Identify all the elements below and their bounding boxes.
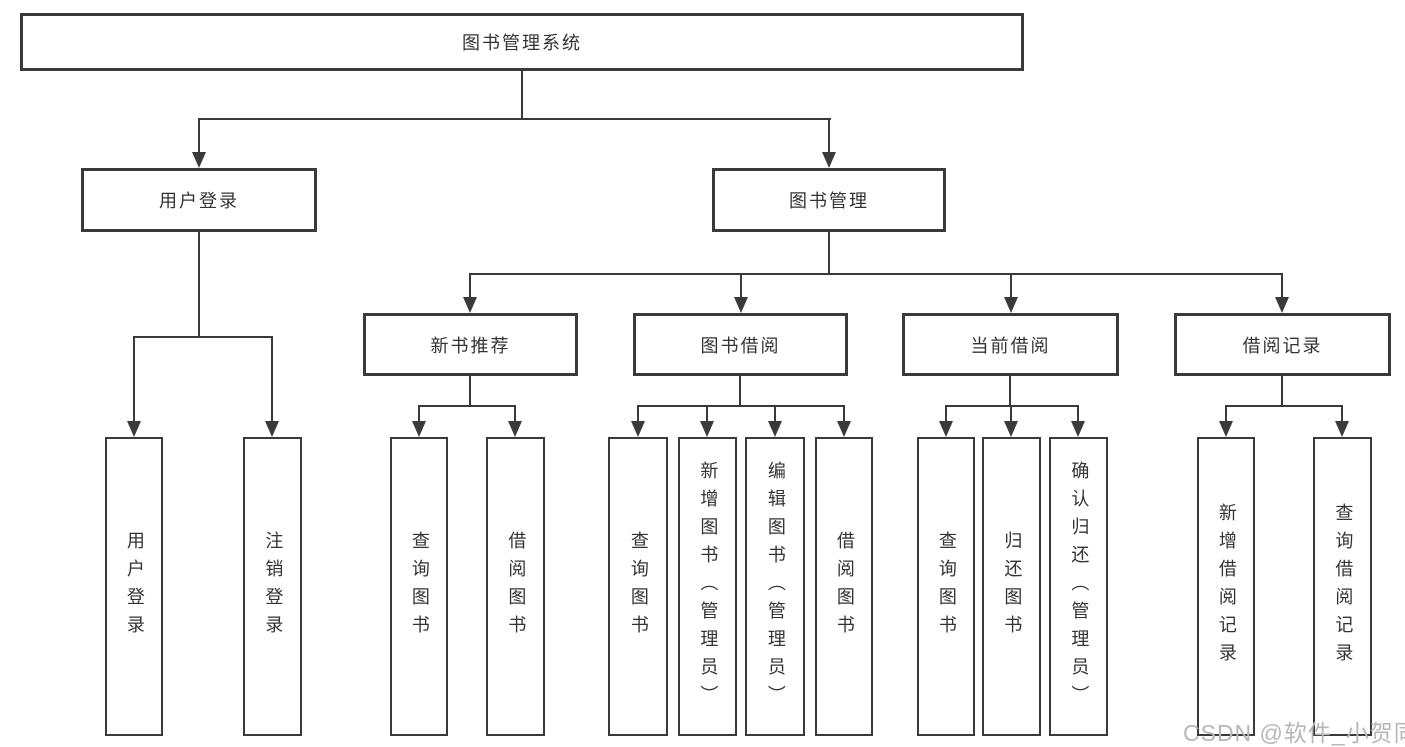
leaf-add-borrow-record: 新增借阅记录 xyxy=(1197,437,1255,736)
leaf-user-login-label: 用户登录 xyxy=(124,530,145,643)
connector-recommend-hbar xyxy=(418,405,516,407)
connector-book-management-stub xyxy=(828,232,830,273)
arrowhead-recommend-borrow-icon xyxy=(508,421,522,437)
arrowhead-leaf-logout-icon xyxy=(265,421,279,437)
leaf-add-borrow-record-label: 新增借阅记录 xyxy=(1216,502,1237,671)
csdn-watermark: CSDN @软件_小贺同学 xyxy=(1183,720,1405,746)
connector-drop-leaf-logout xyxy=(271,336,273,423)
connector-drop-borrow-borrow xyxy=(843,405,845,423)
connector-drop-leaf-user-login xyxy=(133,336,135,423)
node-user-login-label: 用户登录 xyxy=(159,191,239,211)
connector-drop-borrow-query xyxy=(637,405,639,423)
arrowhead-records-query-icon xyxy=(1335,421,1349,437)
node-book-borrow: 图书借阅 xyxy=(633,313,848,376)
node-new-book-recommend-label: 新书推荐 xyxy=(430,335,511,356)
connector-drop-current-borrow xyxy=(1010,273,1012,299)
connector-drop-records-query xyxy=(1341,405,1343,423)
leaf-recommend-borrow-books-label: 借阅图书 xyxy=(506,530,527,643)
leaf-borrow-query-books: 查询图书 xyxy=(608,437,668,736)
connector-drop-borrow-edit xyxy=(774,405,776,423)
connector-drop-borrow-add xyxy=(706,405,708,423)
arrowhead-book-borrow-icon xyxy=(734,297,748,313)
connector-drop-recommend-query xyxy=(418,405,420,423)
arrowhead-current-return-icon xyxy=(1004,421,1018,437)
connector-current-hbar xyxy=(945,405,1079,407)
arrowhead-current-confirm-icon xyxy=(1071,421,1085,437)
arrowhead-leaf-user-login-icon xyxy=(127,421,141,437)
arrowhead-borrow-records-icon xyxy=(1275,297,1289,313)
leaf-return-books: 归还图书 xyxy=(982,437,1041,736)
node-root-library-system: 图书管理系统 xyxy=(20,13,1024,71)
leaf-query-borrow-record-label: 查询借阅记录 xyxy=(1333,502,1354,671)
node-book-borrow-label: 图书借阅 xyxy=(700,335,781,356)
arrowhead-new-book-recommend-icon xyxy=(463,297,477,313)
connector-borrow-stub xyxy=(739,376,741,405)
arrowhead-current-borrow-icon xyxy=(1004,297,1018,313)
arrowhead-borrow-add-icon xyxy=(700,421,714,437)
connector-drop-user-login xyxy=(198,118,200,154)
leaf-query-borrow-record: 查询借阅记录 xyxy=(1313,437,1372,736)
arrowhead-current-query-icon xyxy=(939,421,953,437)
leaf-add-books-admin: 新增图书（管理员） xyxy=(678,437,737,736)
arrowhead-recommend-query-icon xyxy=(412,421,426,437)
arrowhead-borrow-borrow-icon xyxy=(837,421,851,437)
connector-root-stub xyxy=(521,71,523,118)
connector-drop-records-add xyxy=(1225,405,1227,423)
leaf-edit-books-admin: 编辑图书（管理员） xyxy=(745,437,805,736)
arrowhead-borrow-query-icon xyxy=(631,421,645,437)
leaf-logout-label: 注销登录 xyxy=(263,530,284,643)
arrowhead-borrow-edit-icon xyxy=(768,421,782,437)
node-borrow-records: 借阅记录 xyxy=(1174,313,1391,376)
node-borrow-records-label: 借阅记录 xyxy=(1242,335,1323,356)
node-new-book-recommend: 新书推荐 xyxy=(363,313,578,376)
connector-book-management-hbar xyxy=(469,273,1283,275)
leaf-user-login: 用户登录 xyxy=(105,437,163,736)
connector-records-hbar xyxy=(1225,405,1343,407)
leaf-borrow-borrow-books-label: 借阅图书 xyxy=(834,530,855,643)
connector-drop-borrow-records xyxy=(1281,273,1283,299)
leaf-confirm-return-admin: 确认归还（管理员） xyxy=(1049,437,1108,736)
leaf-edit-books-admin-label: 编辑图书（管理员） xyxy=(765,460,786,713)
connector-drop-current-query xyxy=(945,405,947,423)
leaf-logout: 注销登录 xyxy=(243,437,302,736)
leaf-recommend-borrow-books: 借阅图书 xyxy=(486,437,545,736)
leaf-borrow-query-books-label: 查询图书 xyxy=(628,530,649,643)
connector-drop-book-borrow xyxy=(740,273,742,299)
arrowhead-user-login-icon xyxy=(192,152,206,168)
leaf-add-books-admin-label: 新增图书（管理员） xyxy=(698,460,719,713)
connector-drop-current-confirm xyxy=(1077,405,1079,423)
node-book-management: 图书管理 xyxy=(712,168,946,232)
connector-borrow-hbar xyxy=(637,405,845,407)
arrowhead-records-add-icon xyxy=(1219,421,1233,437)
connector-current-stub xyxy=(1009,376,1011,405)
node-user-login: 用户登录 xyxy=(81,168,317,232)
node-current-borrow: 当前借阅 xyxy=(902,313,1119,376)
arrowhead-book-management-icon xyxy=(822,152,836,168)
leaf-confirm-return-admin-label: 确认归还（管理员） xyxy=(1069,460,1090,713)
node-book-management-label: 图书管理 xyxy=(789,191,869,211)
connector-drop-book-management xyxy=(828,118,830,154)
leaf-current-query-books: 查询图书 xyxy=(917,437,975,736)
connector-root-hbar xyxy=(198,118,831,120)
node-current-borrow-label: 当前借阅 xyxy=(970,335,1051,356)
connector-recommend-stub xyxy=(469,376,471,405)
node-root-label: 图书管理系统 xyxy=(462,33,582,53)
leaf-recommend-query-books: 查询图书 xyxy=(390,437,448,736)
connector-user-login-hbar xyxy=(133,336,273,338)
leaf-recommend-query-books-label: 查询图书 xyxy=(409,530,430,643)
connector-drop-recommend-borrow xyxy=(514,405,516,423)
leaf-current-query-books-label: 查询图书 xyxy=(936,530,957,643)
connector-drop-new-book-recommend xyxy=(469,273,471,299)
connector-drop-current-return xyxy=(1010,405,1012,423)
leaf-borrow-borrow-books: 借阅图书 xyxy=(815,437,873,736)
connector-records-stub xyxy=(1281,376,1283,405)
leaf-return-books-label: 归还图书 xyxy=(1002,530,1023,643)
connector-user-login-stub xyxy=(198,232,200,336)
